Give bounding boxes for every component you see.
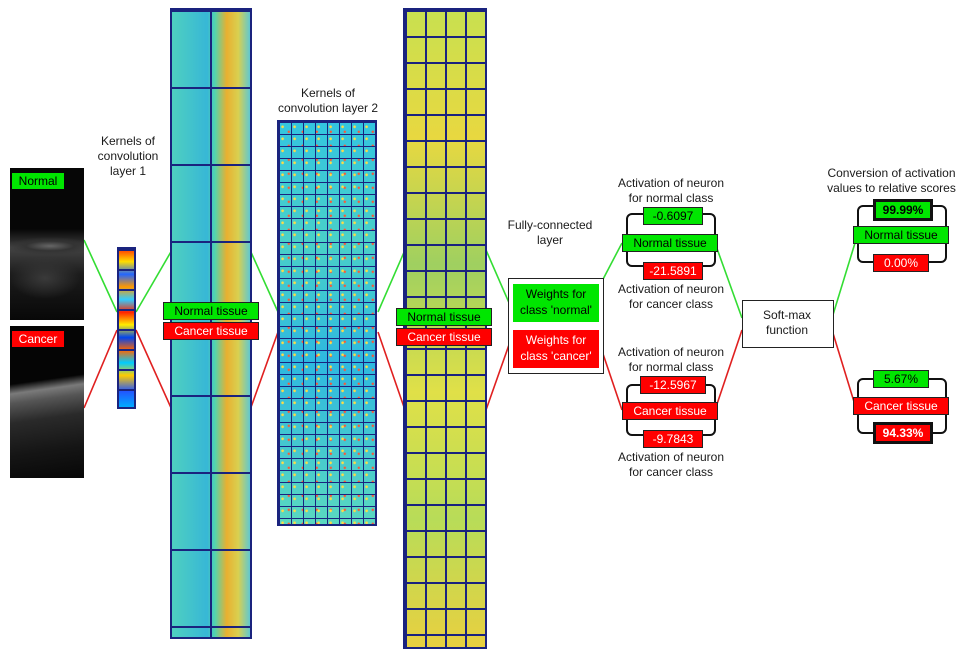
cancer-case-cancer-activation: -9.7843 (643, 430, 703, 448)
arrow-red (83, 329, 118, 409)
arrow-green (831, 242, 856, 319)
cancer-scores-normal: 5.67% (873, 370, 929, 388)
normal-scores-cancer: 0.00% (873, 254, 929, 272)
arrow-green (377, 249, 406, 313)
arrow-red (249, 331, 279, 411)
cancer-scores-cancer: 94.33% (873, 422, 933, 444)
normal-oct-image (10, 168, 84, 320)
arrow-green (485, 249, 511, 306)
cancer-oct-image (10, 326, 84, 478)
fmap1-cancer-label: Cancer tissue (163, 322, 259, 340)
cancer-scores-class-label: Cancer tissue (853, 397, 949, 415)
cancer-case-class-label: Cancer tissue (622, 402, 718, 420)
cancer-case-normal-activation: -12.5967 (640, 376, 706, 394)
arrow-red (831, 329, 856, 406)
arrow-green (135, 249, 173, 313)
arrow-green (714, 242, 743, 319)
normal-scores-normal: 99.99% (873, 199, 933, 221)
arrow-green (249, 249, 279, 313)
cancer-input-label: Cancer (12, 331, 64, 347)
arrow-red (714, 329, 743, 411)
softmax-box (742, 300, 834, 348)
conv2-kernels (277, 120, 377, 526)
normal-scores-class-label: Normal tissue (853, 226, 949, 244)
arrow-red (485, 341, 511, 411)
normal-case-normal-activation: -0.6097 (643, 207, 703, 225)
arrow-red (377, 331, 406, 411)
fmap2-cancer-label: Cancer tissue (396, 328, 492, 346)
arrow-red (135, 329, 173, 411)
conv1-kernels (117, 247, 136, 409)
arrow-green (83, 239, 118, 313)
normal-case-cancer-activation: -21.5891 (643, 262, 703, 280)
fmap2-normal-label: Normal tissue (396, 308, 492, 326)
fmap1-normal-label: Normal tissue (163, 302, 259, 320)
normal-case-class-label: Normal tissue (622, 234, 718, 252)
normal-input-label: Normal (12, 173, 64, 189)
